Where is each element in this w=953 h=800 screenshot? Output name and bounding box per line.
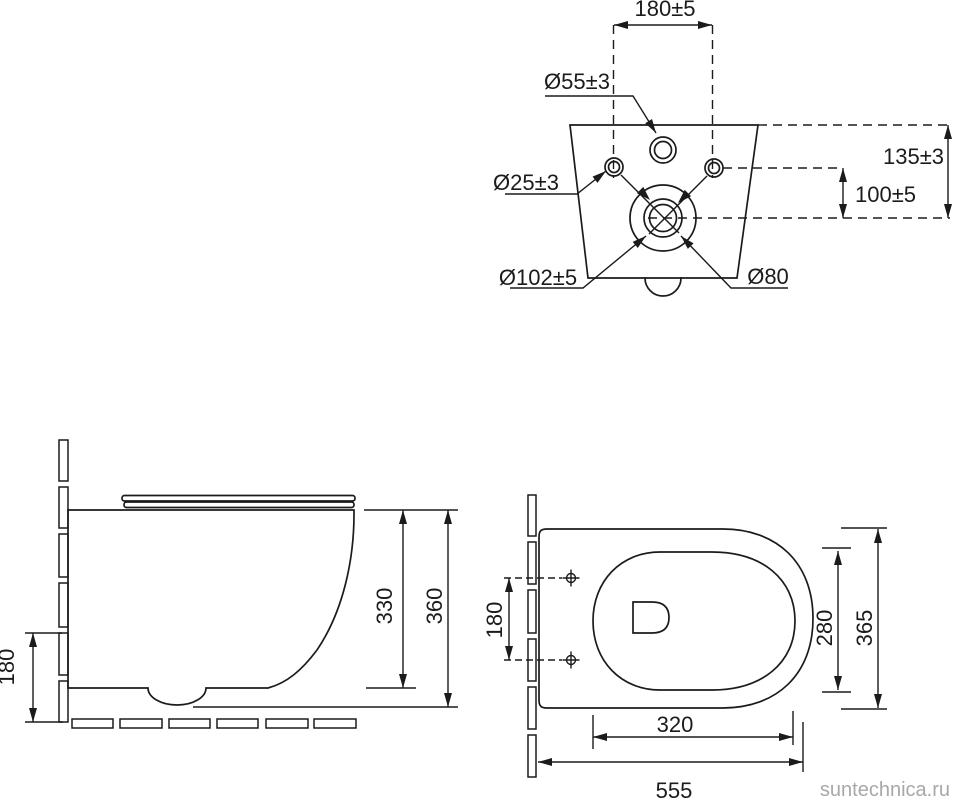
dim-label-seat-hole-spacing: 180 (482, 602, 507, 639)
seat-bolt-marker-bottom (562, 651, 580, 669)
dim-label-inner-width: 280 (812, 610, 837, 647)
dim-label-body-height: 330 (372, 588, 397, 625)
dim-label-cistern-hole: Ø55±3 (544, 69, 610, 94)
water-outlet-shape (632, 601, 670, 634)
dim-label-total-height: 360 (422, 588, 447, 625)
dim-label-drain-axis-height: 180 (0, 649, 19, 686)
inner-bowl-outline (592, 551, 796, 691)
seat-lid-bottom (123, 501, 355, 509)
wall-hatch-top (527, 494, 537, 778)
rear-view: 180±5 135±3 100±5 Ø55±3 Ø25±3 Ø102±5 Ø80 (493, 0, 952, 297)
seat-lid-top (121, 494, 356, 502)
watermark-text: suntechnica.ru (820, 779, 950, 800)
dim-label-drain-inner: Ø80 (747, 264, 789, 289)
dim-label-inner-length: 320 (657, 712, 694, 737)
mount-hole-right (704, 158, 724, 178)
floor-hatch (71, 718, 357, 729)
dim-label-top-to-drain: 135±3 (883, 144, 944, 169)
cistern-hole (649, 136, 677, 164)
top-view: 180 280 365 320 555 (482, 494, 887, 800)
dim-label-hole-to-drain: 100±5 (855, 182, 916, 207)
rear-body-outline (569, 124, 759, 279)
rear-drain-bump (644, 277, 682, 297)
dim-label-drain-outer: Ø102±5 (499, 265, 577, 290)
drain-cross-leaders (620, 174, 708, 235)
top-body-outline (538, 528, 814, 709)
side-view: 180 330 360 (0, 439, 458, 729)
leader-drain-inner (680, 235, 788, 289)
seat-bolt-marker-top (562, 569, 580, 587)
side-body-outline (67, 509, 355, 706)
leader-cistern-hole (545, 95, 657, 134)
leader-drain-outer (510, 235, 647, 289)
dim-label-outer-width: 365 (852, 610, 877, 647)
dim-label-mount-hole: Ø25±3 (493, 170, 559, 195)
dim-label-mount-spacing: 180±5 (634, 0, 695, 21)
leader-mount-hole (505, 170, 607, 195)
wall-hatch-side (58, 439, 69, 723)
dim-label-total-length: 555 (656, 778, 693, 800)
